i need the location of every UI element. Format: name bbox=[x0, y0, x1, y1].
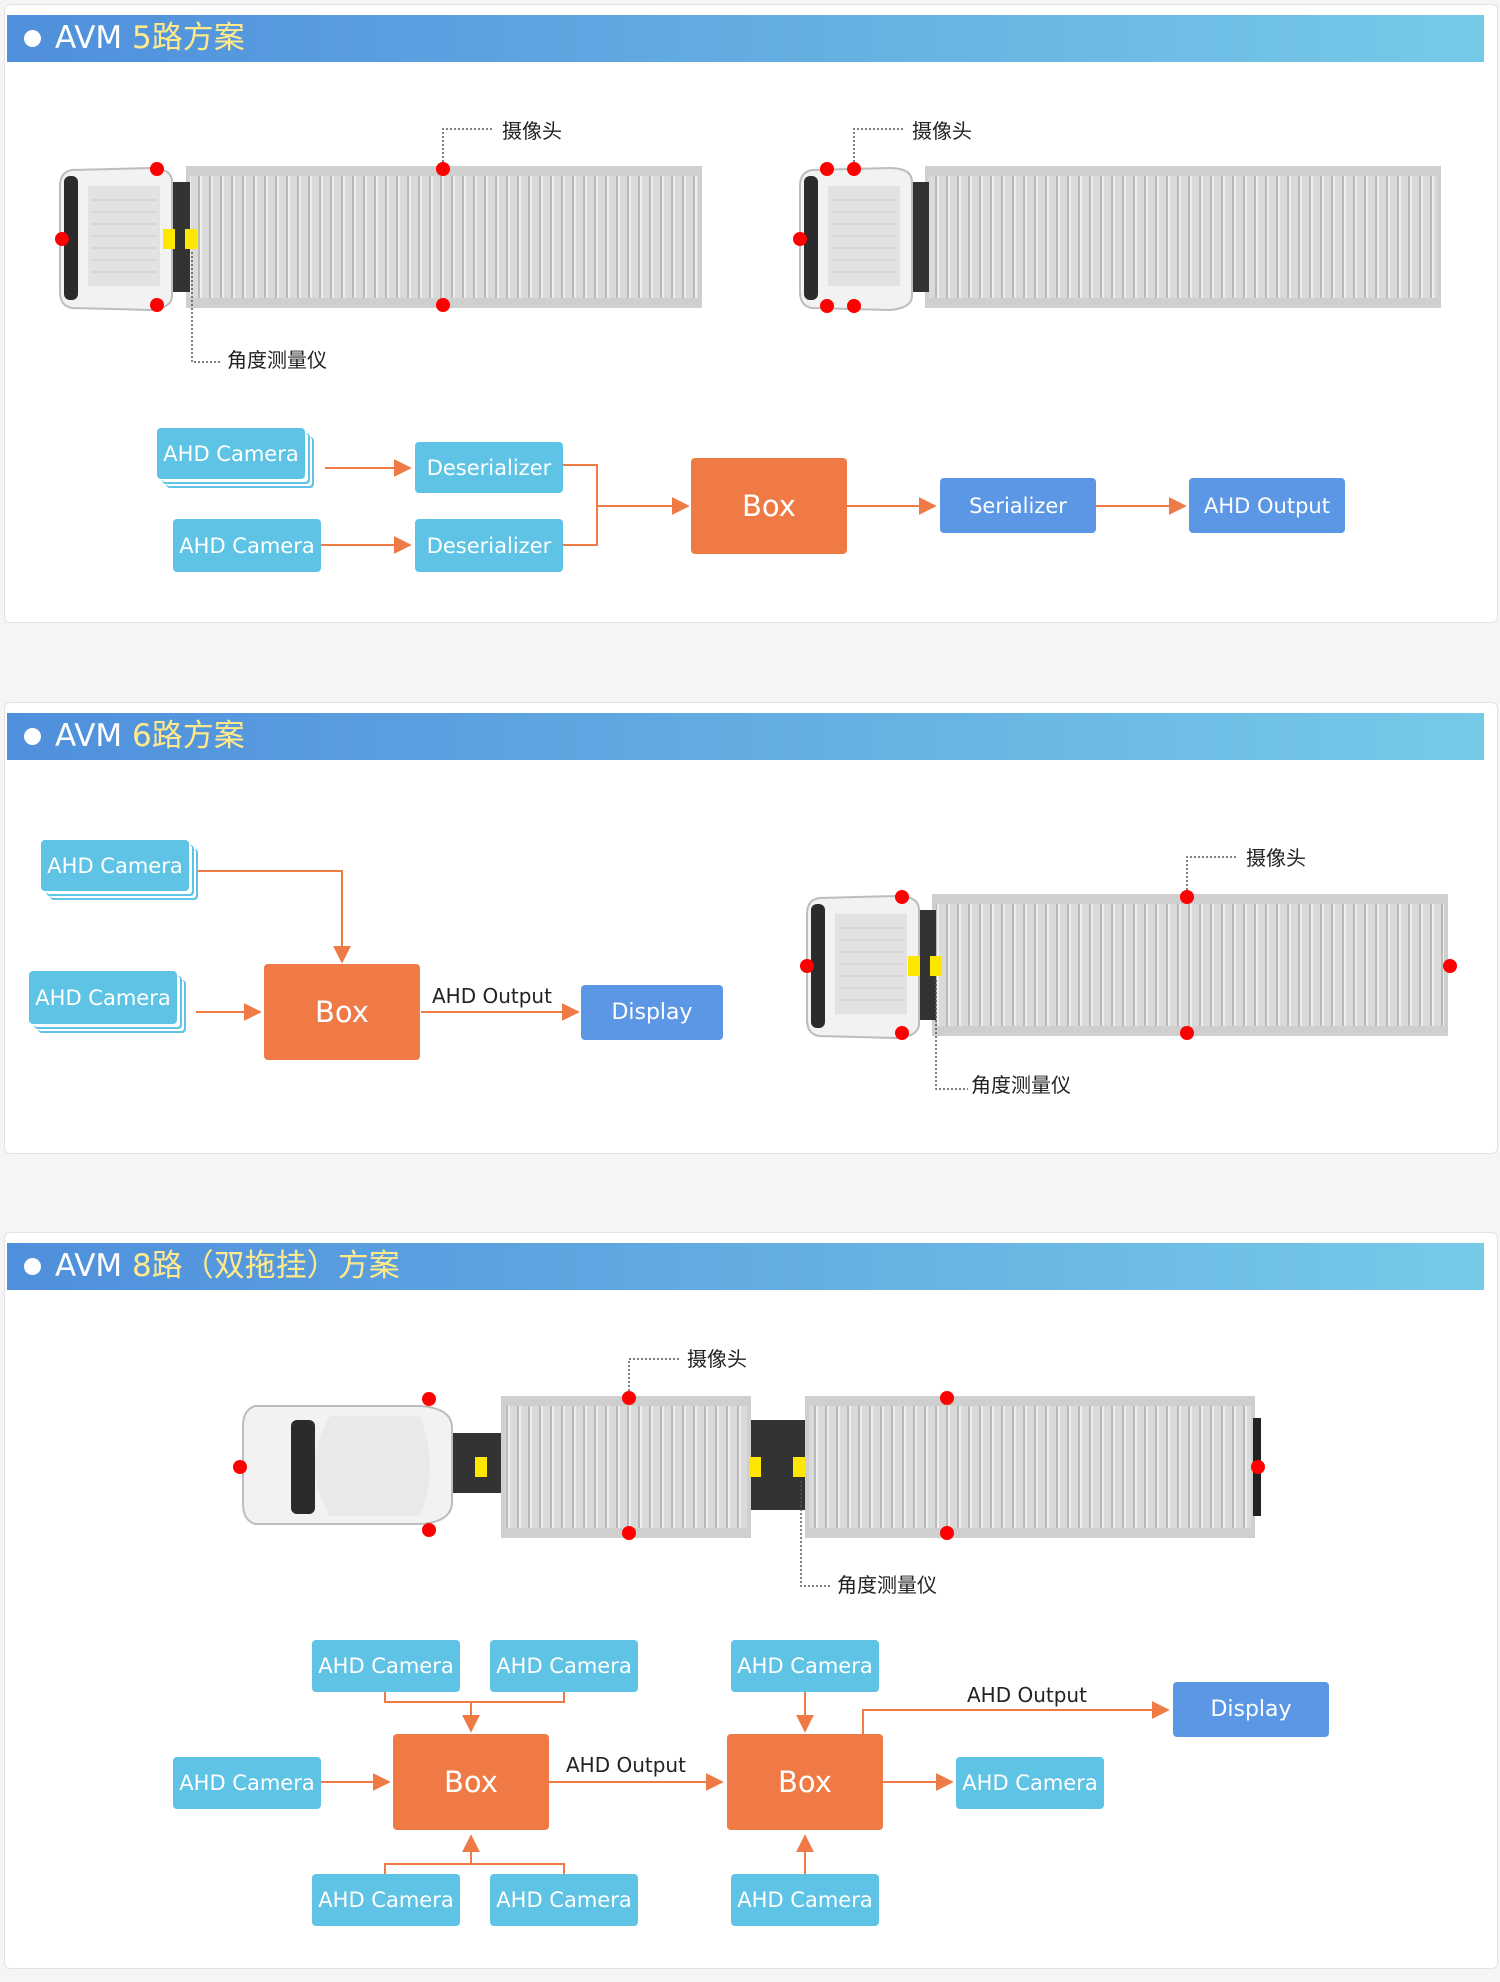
ahd-camera-stacked-6b: AHD Camera bbox=[29, 971, 177, 1024]
display-6: Display bbox=[581, 985, 723, 1040]
label-camera-5a: 摄像头 bbox=[502, 119, 562, 143]
section-8-title: AVM 8路（双拖挂）方案 bbox=[55, 1248, 400, 1284]
ahd-camera-stacked-5: AHD Camera bbox=[157, 428, 305, 479]
section-5-title: AVM 5路方案 bbox=[55, 20, 245, 56]
deserializer-1: Deserializer bbox=[415, 442, 563, 493]
flow-6-connectors bbox=[195, 870, 580, 1021]
box-8b: Box bbox=[727, 1734, 883, 1830]
section-6-header: AVM 6路方案 bbox=[7, 713, 1484, 760]
ahd-camera-5: AHD Camera bbox=[173, 519, 321, 572]
flow-5-connectors bbox=[321, 459, 1187, 554]
ahd-camera-top-2: AHD Camera bbox=[490, 1640, 638, 1692]
deserializer-2: Deserializer bbox=[415, 519, 563, 572]
ahd-camera-top-1: AHD Camera bbox=[312, 1640, 460, 1692]
serializer: Serializer bbox=[940, 478, 1096, 533]
bullet-icon bbox=[24, 30, 41, 47]
ahd-camera-left: AHD Camera bbox=[173, 1757, 321, 1809]
double-trailer-truck bbox=[233, 1358, 1265, 1587]
ahd-output-5: AHD Output bbox=[1189, 478, 1345, 533]
label-camera-8: 摄像头 bbox=[687, 1347, 747, 1371]
label-angle-sensor-5: 角度测量仪 bbox=[227, 348, 327, 372]
bullet-icon bbox=[24, 1258, 41, 1275]
section-avm-8 bbox=[4, 1232, 1498, 1969]
bullet-icon bbox=[24, 728, 41, 745]
box-6: Box bbox=[264, 964, 420, 1060]
display-8: Display bbox=[1173, 1682, 1329, 1737]
section-6-title: AVM 6路方案 bbox=[55, 718, 245, 754]
ahd-output-label-8a: AHD Output bbox=[566, 1753, 686, 1777]
ahd-camera-bottom-3: AHD Camera bbox=[731, 1874, 879, 1926]
ahd-camera-bottom-2: AHD Camera bbox=[490, 1874, 638, 1926]
truck-top-view-2 bbox=[793, 128, 1441, 313]
ahd-camera-top-3: AHD Camera bbox=[731, 1640, 879, 1692]
ahd-camera-stacked-6a: AHD Camera bbox=[41, 840, 189, 891]
section-5-header: AVM 5路方案 bbox=[7, 15, 1484, 62]
label-camera-5b: 摄像头 bbox=[912, 119, 972, 143]
ahd-camera-right: AHD Camera bbox=[956, 1757, 1104, 1809]
truck-top-view-1 bbox=[55, 128, 702, 363]
label-angle-sensor-6: 角度测量仪 bbox=[971, 1073, 1071, 1097]
ahd-camera-bottom-1: AHD Camera bbox=[312, 1874, 460, 1926]
label-angle-sensor-8: 角度测量仪 bbox=[837, 1573, 937, 1597]
truck-top-view-3 bbox=[800, 856, 1457, 1090]
section-8-header: AVM 8路（双拖挂）方案 bbox=[7, 1243, 1484, 1290]
ahd-output-label-6: AHD Output bbox=[432, 984, 552, 1008]
flow-8-connectors bbox=[321, 1690, 1170, 1874]
label-camera-6: 摄像头 bbox=[1246, 846, 1306, 870]
ahd-output-label-8b: AHD Output bbox=[967, 1683, 1087, 1707]
box-8a: Box bbox=[393, 1734, 549, 1830]
box-5: Box bbox=[691, 458, 847, 554]
